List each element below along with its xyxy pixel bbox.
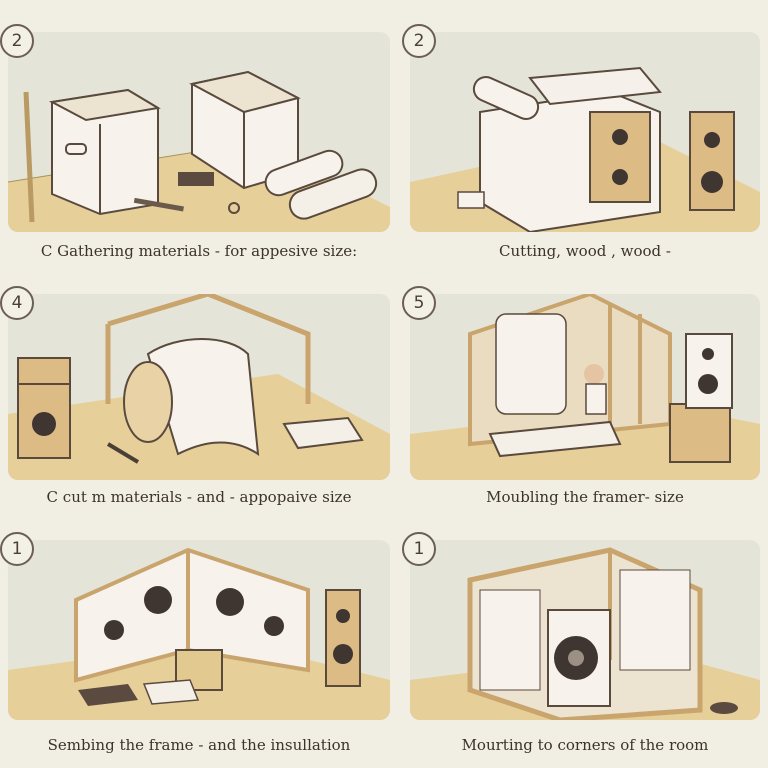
step-illustration: [8, 294, 390, 480]
step-number-badge: 4: [0, 286, 34, 320]
step-number-badge: 5: [402, 286, 436, 320]
step-number: 2: [11, 31, 23, 51]
step-panel-4: 5 Moubling the framer- size: [402, 286, 760, 526]
step-caption: Mourting to corners of the room: [461, 736, 709, 754]
step-number: 1: [413, 539, 425, 559]
step-number: 2: [413, 31, 425, 51]
step-panel-6: 1 Mourting to corners of the room: [402, 532, 760, 764]
step-illustration: [410, 32, 760, 232]
step-illustration: [8, 32, 390, 232]
step-illustration: [410, 540, 760, 720]
step-illustration: [410, 294, 760, 480]
step-number-badge: 2: [402, 24, 436, 58]
step-number-badge: 1: [402, 532, 436, 566]
step-caption: Cutting, wood , wood -: [499, 242, 671, 260]
step-panel-1: 2 C Gathering materials - for appesive s…: [0, 24, 390, 270]
step-panel-5: 1 Sembing the frame - and the insullatio…: [0, 532, 390, 764]
step-panel-2: 2 Cutting, wood , wood -: [402, 24, 760, 270]
step-number-badge: 1: [0, 532, 34, 566]
step-caption: Moubling the framer- size: [486, 488, 684, 506]
step-caption: C cut m materials - and - appopaive size: [46, 488, 352, 506]
step-number: 4: [11, 293, 23, 313]
step-number: 5: [413, 293, 425, 313]
step-caption: Sembing the frame - and the insullation: [47, 736, 351, 754]
step-number-badge: 2: [0, 24, 34, 58]
step-illustration: [8, 540, 390, 720]
step-panel-3: 4 C cut m materials - and - appopaive si…: [0, 286, 390, 526]
step-caption: C Gathering materials - for appesive siz…: [40, 242, 358, 260]
step-number: 1: [11, 539, 23, 559]
